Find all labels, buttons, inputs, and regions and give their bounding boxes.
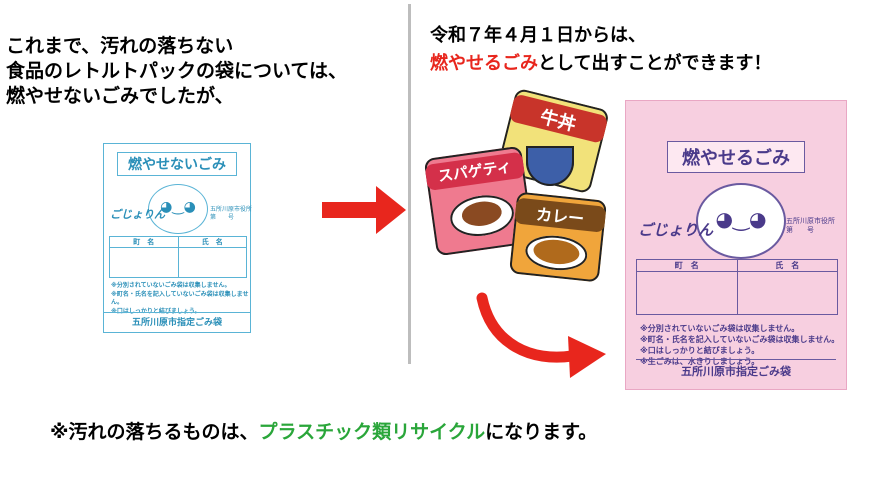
right-arrow-icon bbox=[322, 186, 406, 234]
note-suffix: になります。 bbox=[485, 421, 598, 443]
left-message-line1: これまで、汚れの落ちない bbox=[6, 35, 234, 57]
old-bag-title: 燃やせないごみ bbox=[117, 152, 237, 176]
bowl-icon bbox=[526, 146, 574, 186]
old-bag-rules: ※分別されていないごみ袋は収集しません。 ※町名・氏名を記入していないごみ袋は収… bbox=[111, 282, 250, 316]
new-bag-dept: 五所川原市役所 第 号 bbox=[786, 217, 835, 234]
mascot-icon: ◕‿◕ bbox=[696, 183, 786, 259]
old-bag-rule: ※町名・氏名を記入していないごみ袋は収集しません。 bbox=[111, 290, 249, 307]
curry-pack: カレー bbox=[508, 191, 608, 283]
new-bag-rule: ※町名・氏名を記入していないごみ袋は収集しません。 bbox=[640, 335, 840, 344]
left-message-line2: 食品のレトルトパックの袋については、 bbox=[6, 60, 348, 82]
new-bag-name-table: 町 名 氏 名 bbox=[636, 259, 838, 315]
right-message-highlight: 燃やせるごみ bbox=[430, 53, 538, 74]
mascot-icon: ◕‿◕ bbox=[148, 184, 208, 234]
gyudon-label: 牛丼 bbox=[537, 106, 578, 136]
old-bag-col-town: 町 名 bbox=[110, 237, 178, 248]
old-bag-col-name: 氏 名 bbox=[178, 237, 246, 248]
bottom-note: ※汚れの落ちるものは、プラスチック類リサイクルになります。 bbox=[50, 417, 597, 444]
note-highlight: プラスチック類リサイクル bbox=[258, 421, 486, 443]
old-bag-name-table: 町 名 氏 名 bbox=[109, 236, 247, 278]
curved-arrow-icon bbox=[476, 292, 606, 378]
right-message-rest: として出すことができます！ bbox=[538, 53, 772, 74]
left-message-line3: 燃やせないごみでしたが、 bbox=[6, 85, 234, 107]
old-bag-footer: 五所川原市指定ごみ袋 bbox=[104, 312, 250, 328]
new-bag-rule: ※生ごみは、水きりしましょう。 bbox=[640, 357, 760, 366]
right-message-line1: 令和７年４月１日からは、 bbox=[430, 25, 646, 46]
new-bag-title: 燃やせるごみ bbox=[667, 141, 805, 173]
divider bbox=[408, 4, 411, 364]
old-bag-logo: ごじょりん bbox=[110, 208, 165, 221]
new-bag-rule: ※分別されていないごみ袋は収集しません。 bbox=[640, 324, 800, 333]
left-message: これまで、汚れの落ちない 食品のレトルトパックの袋については、 燃やせないごみで… bbox=[6, 34, 347, 109]
new-bag-col-town: 町 名 bbox=[637, 260, 737, 272]
right-message-line2: 燃やせるごみとして出すことができます！ bbox=[430, 50, 771, 78]
new-bag-rule: ※口はしっかりと結びましょう。 bbox=[640, 346, 760, 355]
new-bag-footer: 五所川原市指定ごみ袋 bbox=[636, 359, 836, 379]
right-message: 令和７年４月１日からは、 燃やせるごみとして出すことができます！ bbox=[430, 22, 771, 78]
new-bag-logo: ごじょりん bbox=[638, 221, 714, 239]
old-bag-rule: ※分別されていないごみ袋は収集しません。 bbox=[111, 282, 231, 289]
new-bag-col-name: 氏 名 bbox=[737, 260, 837, 272]
new-bag-rules: ※分別されていないごみ袋は収集しません。 ※町名・氏名を記入していないごみ袋は収… bbox=[640, 323, 839, 367]
curry-label: カレー bbox=[535, 204, 586, 229]
new-garbage-bag: 燃やせるごみ ◕‿◕ ごじょりん 五所川原市役所 第 号 町 名 氏 名 ※分別… bbox=[625, 100, 847, 390]
old-garbage-bag: 燃やせないごみ ◕‿◕ ごじょりん 五所川原市役所 第 号 町 名 氏 名 ※分… bbox=[103, 143, 253, 333]
old-bag-dept: 五所川原市役所 第 号 bbox=[210, 206, 253, 221]
old-bag-rule: ※口はしっかりと結びましょう。 bbox=[111, 307, 201, 315]
note-prefix: ※汚れの落ちるものは、 bbox=[50, 421, 259, 443]
